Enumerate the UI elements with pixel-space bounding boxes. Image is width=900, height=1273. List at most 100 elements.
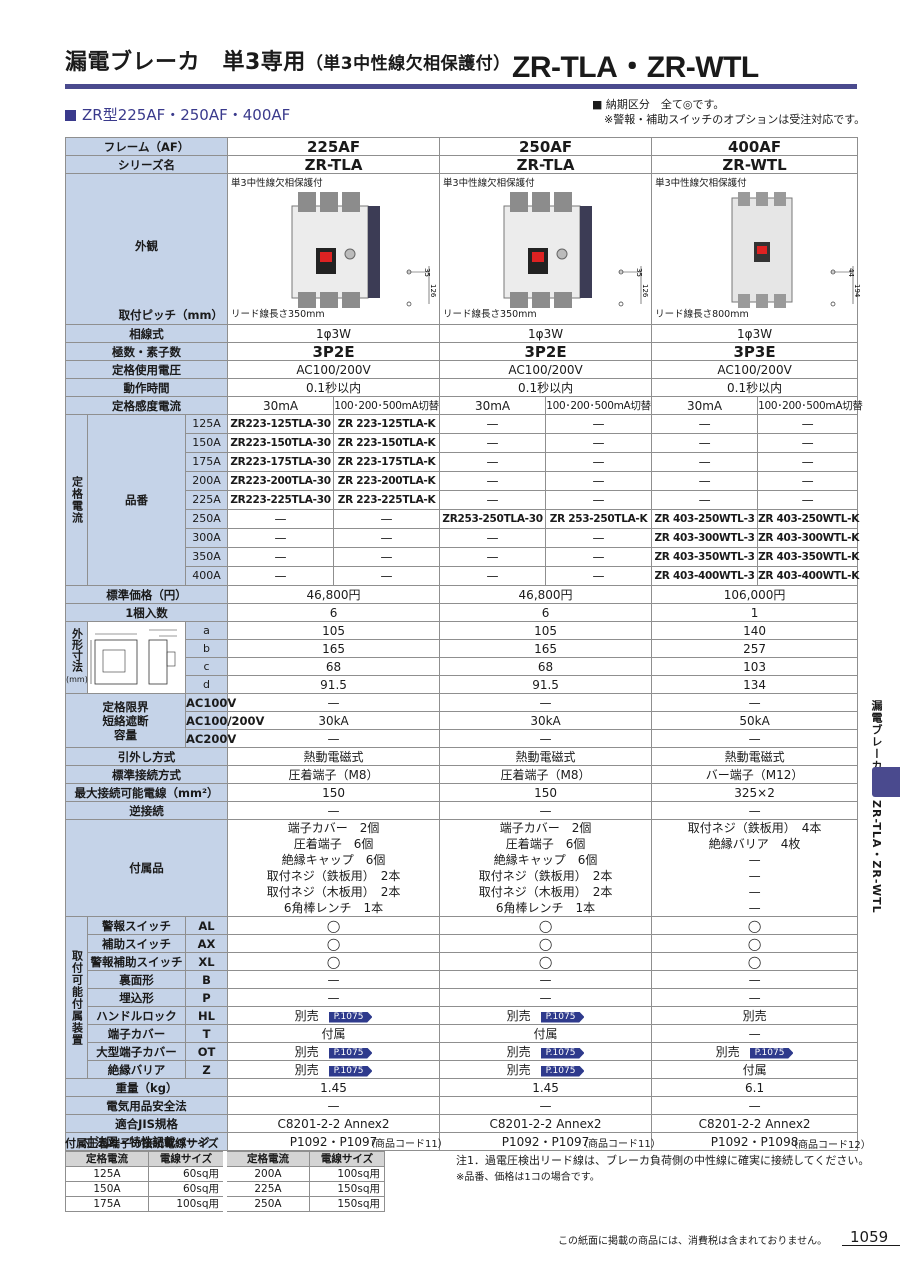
product-number: — (439, 490, 547, 510)
label-voltage: 定格使用電圧 (64, 360, 229, 379)
product-number: — (651, 490, 759, 510)
price-value-2: 46,800円 (439, 585, 653, 604)
option-value-3: ◯ (651, 934, 859, 953)
option-status: 別売 (294, 1062, 319, 1077)
title-main: 漏電ブレーカ 単3専用 (65, 50, 306, 75)
appearance-label: 外観取付ピッチ（mm） (64, 173, 229, 325)
label-options: 取付可能付属装置 (65, 916, 88, 1079)
option-value-3: ◯ (651, 952, 859, 971)
label-per_pack: 1梱入数 (64, 603, 229, 622)
phase-value-3: 1φ3W (651, 324, 859, 343)
accessory-item: 取付ネジ（鉄板用） 2本 (266, 869, 401, 883)
terminal-current: 150A (65, 1181, 149, 1197)
page-ref-link[interactable]: P.1075 (540, 1047, 585, 1059)
table-row: 付属品端子カバー 2個圧着端子 6個絶縁キャップ 6個取付ネジ（鉄板用） 2本取… (64, 819, 859, 917)
option-name: 警報スイッチ (87, 916, 186, 935)
product-number: — (333, 528, 441, 548)
side-label-model: ZR-TLA・ZR-WTL (870, 800, 883, 914)
series-value-2: ZR-TLA (439, 155, 653, 174)
product-number: — (757, 471, 859, 491)
option-value-3: — (651, 1024, 859, 1043)
page-ref-link[interactable]: P.1075 (540, 1065, 585, 1077)
product-number: — (333, 566, 441, 586)
option-status: 付属 (533, 1026, 558, 1041)
breaking-voltage: AC100/200V (184, 711, 265, 730)
breaking-value-3: — (651, 693, 859, 712)
option-status: ◯ (747, 954, 762, 969)
option-status: — (327, 990, 340, 1005)
terminal-current: 225A (223, 1181, 310, 1197)
footnote-1: 注1．過電圧検出リード線は、ブレーカ負荷側の中性線に確実に接続してください。 (456, 1154, 870, 1167)
accessory-item: 6角棒レンチ 1本 (283, 901, 384, 915)
product-number: — (757, 452, 859, 472)
terminal-value-2: 圧着端子（M8） (439, 765, 653, 784)
table-row: 電気用品安全法——— (64, 1096, 859, 1115)
rating-amps: 150A (184, 433, 229, 453)
product-number: ZR 403-350WTL-K (757, 547, 859, 567)
dim-page-value-1: P1092・P1097 (227, 1132, 441, 1151)
page-ref-link[interactable]: P.1075 (328, 1047, 373, 1059)
sens-switch-1: 100･200･500mA切替 (333, 396, 441, 415)
page-ref-link[interactable]: P.1075 (328, 1065, 373, 1077)
product-number: ZR 223-150TLA-K (333, 433, 441, 453)
product-number: — (757, 433, 859, 453)
breaker-photo (731, 192, 793, 308)
product-number: — (651, 452, 759, 472)
weight-value-3: 6.1 (651, 1078, 859, 1097)
option-name: 端子カバー (87, 1024, 186, 1043)
svg-text:44: 44 (847, 268, 855, 277)
accessory-item: — (748, 869, 761, 883)
rating-amps: 125A (184, 414, 229, 434)
page-ref-link[interactable]: P.1075 (328, 1011, 373, 1023)
option-value-2: ◯ (439, 916, 653, 935)
option-value-1: — (227, 988, 441, 1007)
label-op_time: 動作時間 (64, 378, 229, 397)
pack-value-2: 6 (439, 603, 653, 622)
option-code: XL (184, 952, 229, 971)
table-row: 標準接続方式圧着端子（M8）圧着端子（M8）バー端子（M12） (64, 765, 859, 784)
option-status: 別売 (506, 1008, 531, 1023)
pack-value-1: 6 (227, 603, 441, 622)
option-status: — (748, 990, 761, 1005)
terminal-header-cell: 定格電流 (65, 1151, 149, 1167)
label-jis: 適合JIS規格 (64, 1114, 229, 1133)
section-title: ZR型225AF・250AF・400AF (65, 104, 290, 125)
photo-note: 単3中性線欠相保護付 (655, 178, 747, 189)
label-breaking_2: 短絡遮断 (102, 713, 149, 728)
product-number: — (545, 547, 653, 567)
accessory-item: — (748, 901, 761, 915)
page-ref-link[interactable]: P.1075 (540, 1011, 585, 1023)
product-code-1: （商品コード11） (365, 1139, 448, 1150)
dim-value-3: 257 (651, 639, 859, 658)
label-breaking_3: 容量 (114, 727, 137, 742)
product-number: ZR 223-225TLA-K (333, 490, 441, 510)
table-row: AC200V——— (66, 729, 859, 748)
breaking-value-2: — (439, 693, 653, 712)
terminal-value-3: バー端子（M12） (651, 765, 859, 784)
terminal-table-title: 付属圧着端子の接続電線サイズ (65, 1137, 219, 1150)
product-number: ZR 403-400WTL-3 (651, 566, 759, 586)
product-number: ZR 223-125TLA-K (333, 414, 441, 434)
page-ref-link[interactable]: P.1075 (749, 1047, 794, 1059)
table-row: 逆接続——— (64, 801, 859, 820)
accessory-item: 絶縁キャップ 6個 (493, 853, 598, 867)
section-title-text: ZR型225AF・250AF・400AF (82, 106, 291, 124)
dim-value-2: 105 (439, 621, 653, 640)
dim-letter: c (184, 657, 229, 676)
option-status: ◯ (538, 936, 553, 951)
